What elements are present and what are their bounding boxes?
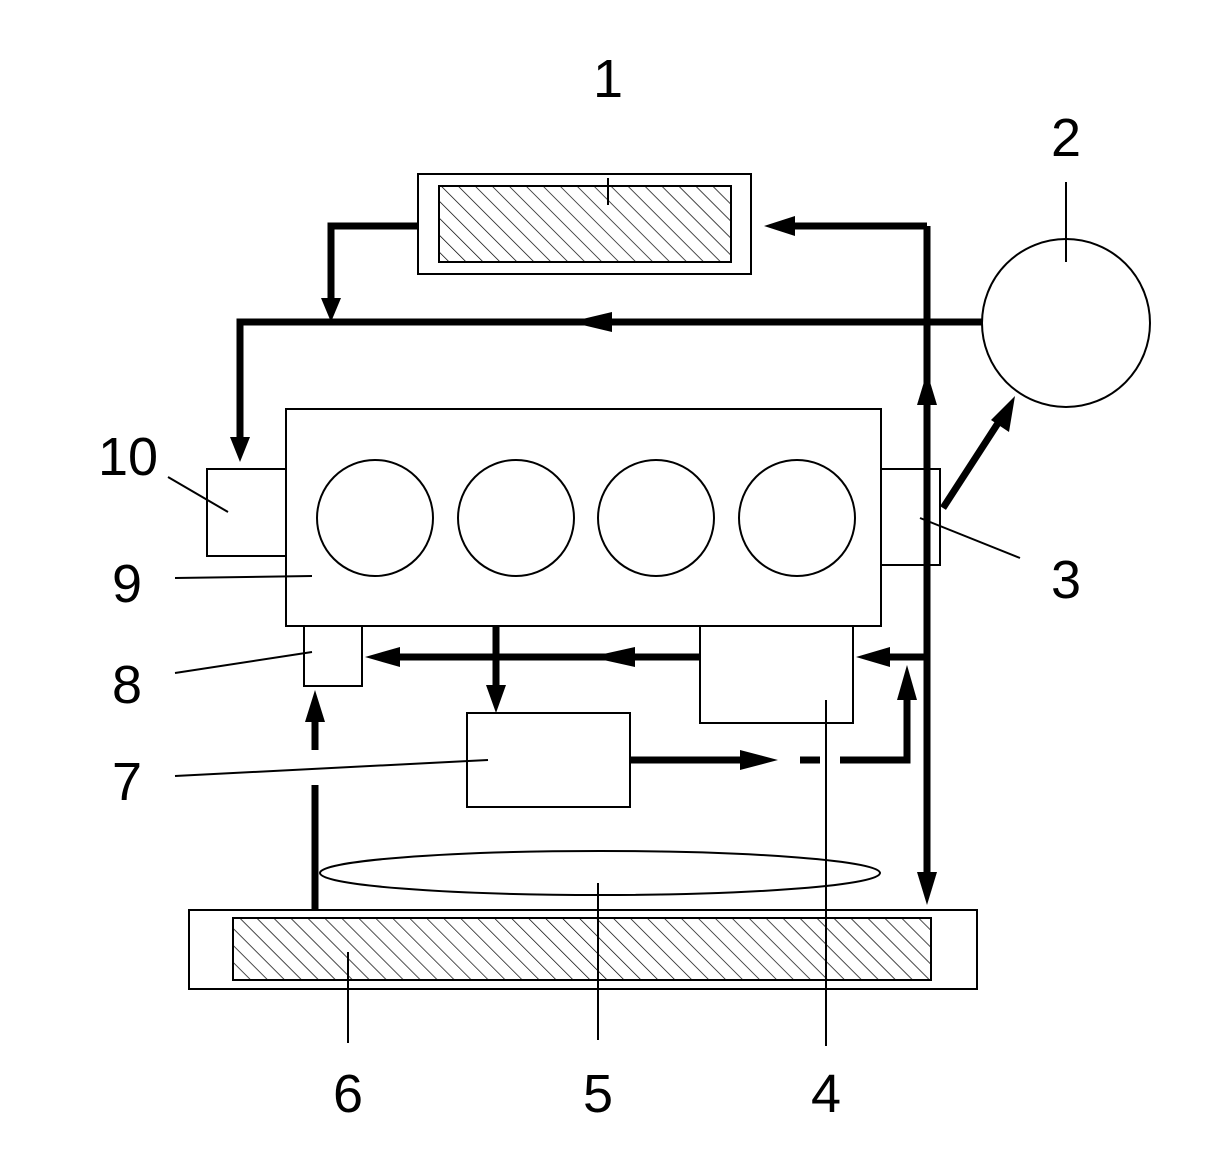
arrowhead-into-10 [230,437,250,462]
component-8-box [303,625,363,687]
component-6-reservoir [188,909,978,990]
arrowhead-radiator-in [764,216,795,236]
callout-4: 4 [811,1064,841,1124]
flow-top-return [236,318,982,445]
leader-8 [174,651,313,674]
component-3-box [881,468,941,566]
arrowhead-up-to-junction [897,665,917,700]
flow-to-circle [940,418,1003,510]
callout-1: 1 [593,49,623,109]
callout-labels: 1 2 3 4 5 6 7 8 9 10 [98,49,1081,1124]
arrowhead-pump-left [590,647,635,667]
flow-7-outlet-c [840,690,911,764]
arrowhead-to-circle [991,396,1015,432]
arrowhead-trunk-down [917,872,937,905]
callout-10: 10 [98,427,158,487]
leader-7 [174,759,489,777]
cylinder-2 [457,459,575,577]
arrowhead-top-return [570,312,612,332]
arrowhead-into-8 [365,647,400,667]
arrowhead-trunk-up [917,372,937,405]
arrowhead-into-7 [486,685,506,713]
leader-10 [167,476,229,513]
callout-7: 7 [112,752,142,812]
arrowhead-into-pump [856,647,890,667]
arrowhead-up-to-8 [305,690,325,722]
component-4-box [699,626,854,724]
callout-3: 3 [1051,550,1081,610]
leader-9 [174,575,313,579]
cylinder-3 [597,459,715,577]
cylinder-1 [316,459,434,577]
arrowheads [230,216,1015,905]
engine-block [285,408,882,627]
leader-3 [919,517,1021,559]
callout-5: 5 [583,1064,613,1124]
flow-lines [236,222,1003,910]
component-5-ellipse [319,850,881,896]
component-10-box [206,468,286,557]
cylinder-4 [738,459,856,577]
callout-9: 9 [112,554,142,614]
component-7-box [466,712,631,808]
flow-radiator-outlet [327,222,418,300]
arrowhead-7-right [740,750,778,770]
arrowhead-radiator-down [321,298,341,322]
leader-lines [167,178,1067,1046]
callout-8: 8 [112,655,142,715]
component-2-circle [981,238,1151,408]
callout-2: 2 [1051,108,1081,168]
component-1-radiator [417,173,752,275]
callout-6: 6 [333,1064,363,1124]
